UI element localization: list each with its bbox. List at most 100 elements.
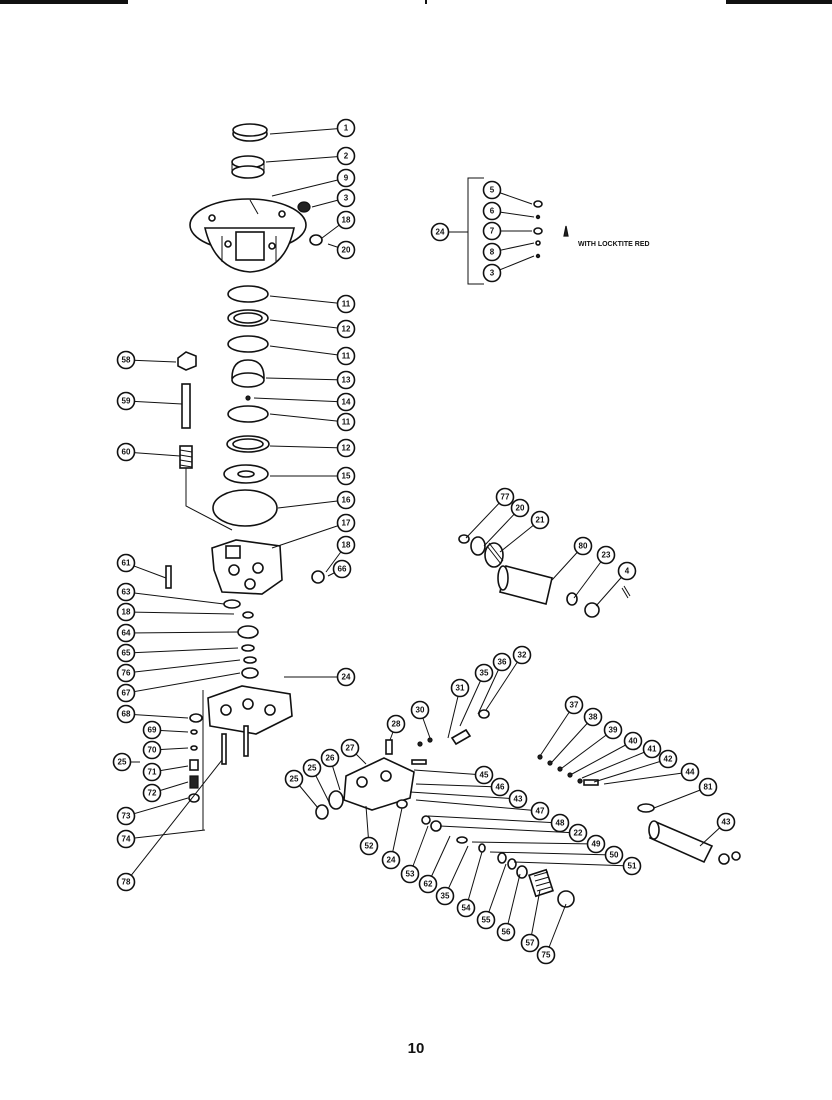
callout-balloon: 46 — [490, 777, 510, 797]
callout-balloon: 4 — [617, 561, 637, 581]
callout-circle — [302, 758, 322, 778]
callout-circle — [142, 783, 162, 803]
callout-number: 41 — [648, 745, 657, 754]
callout-number: 32 — [518, 651, 527, 660]
callout-number: 5 — [490, 186, 495, 195]
manifold-port — [244, 578, 256, 590]
callout-balloon: 40 — [623, 731, 643, 751]
callout-balloon: 61 — [116, 553, 136, 573]
callout-number: 56 — [502, 928, 511, 937]
seal-ring-part — [232, 123, 268, 137]
oring-part — [242, 611, 254, 619]
ball-part — [537, 754, 543, 760]
callout-circle — [336, 146, 356, 166]
spring-coils — [179, 449, 193, 468]
callout-balloon: 2 — [336, 146, 356, 166]
callout-balloon: 7 — [482, 221, 502, 241]
top-edge-mark-right — [726, 0, 832, 4]
leader-line — [125, 759, 223, 883]
plug-part — [297, 201, 311, 213]
callout-balloon: 69 — [142, 720, 162, 740]
callout-number: 43 — [722, 818, 731, 827]
filter-end — [497, 565, 509, 591]
callout-balloon: 74 — [116, 829, 136, 849]
housing-ribs — [221, 199, 277, 262]
callout-balloon: 45 — [474, 765, 494, 785]
callout-balloon: 14 — [336, 392, 356, 412]
callout-balloon: 51 — [622, 856, 642, 876]
callout-balloon: 50 — [604, 845, 624, 865]
callout-number: 4 — [625, 567, 630, 576]
callout-circle — [116, 663, 136, 683]
callout-circle — [617, 561, 637, 581]
callout-circle — [142, 740, 162, 760]
callout-circle — [336, 370, 356, 390]
spring-part — [430, 820, 442, 832]
callout-circle — [320, 748, 340, 768]
top-edge-mark-left — [0, 0, 128, 4]
callout-number: 67 — [122, 689, 131, 698]
callout-circle — [116, 350, 136, 370]
callout-balloon: 48 — [550, 813, 570, 833]
callout-number: 78 — [122, 878, 131, 887]
pump-head-part — [207, 685, 293, 735]
callout-number: 61 — [122, 559, 131, 568]
leader-line — [513, 861, 633, 867]
callout-balloon: 64 — [116, 623, 136, 643]
callout-balloon: 5 — [482, 180, 502, 200]
callout-circle — [492, 652, 512, 672]
callout-circle — [564, 695, 584, 715]
oring-part — [243, 656, 257, 664]
callout-balloon: 3 — [482, 263, 502, 283]
top-edge-mark-center — [425, 0, 427, 4]
leader-line — [459, 672, 485, 727]
callout-number: 62 — [424, 880, 433, 889]
callout-number: 24 — [436, 228, 445, 237]
callout-number: 2 — [344, 152, 349, 161]
callout-balloon: 43 — [716, 812, 736, 832]
valve-part — [311, 570, 325, 584]
callout-number: 26 — [326, 754, 335, 763]
callout-circle — [359, 836, 379, 856]
callout-balloon: 53 — [400, 864, 420, 884]
group-bracket — [452, 177, 569, 285]
callout-number: 63 — [122, 588, 131, 597]
callout-number: 21 — [536, 516, 545, 525]
callout-circle — [340, 738, 360, 758]
callout-number: 48 — [556, 819, 565, 828]
callout-balloon: 6 — [482, 201, 502, 221]
housing-bolt-hole — [208, 214, 216, 222]
leader-line — [277, 499, 347, 509]
callout-circle — [336, 513, 356, 533]
callout-circle — [336, 490, 356, 510]
callout-number: 42 — [664, 755, 673, 764]
callout-balloon: 65 — [116, 643, 136, 663]
callout-circle — [496, 922, 516, 942]
callout-balloon: 15 — [336, 466, 356, 486]
callout-number: 3 — [344, 194, 349, 203]
oring-part — [507, 858, 517, 870]
callout-balloon: 11 — [336, 412, 356, 432]
callout-balloon: 3 — [336, 188, 356, 208]
callout-number: 36 — [498, 658, 507, 667]
callout-circle — [386, 714, 406, 734]
bearing-part-inner — [233, 312, 263, 324]
callout-circle — [482, 201, 502, 221]
callout-circle — [336, 210, 356, 230]
callout-circle — [142, 762, 162, 782]
callout-balloon: 55 — [476, 910, 496, 930]
callout-balloon: 25 — [112, 752, 132, 772]
callout-balloon: 47 — [530, 801, 550, 821]
callout-number: 13 — [342, 376, 351, 385]
callout-number: 18 — [342, 541, 351, 550]
callout-circle — [482, 221, 502, 241]
callout-circle — [495, 487, 515, 507]
valve-body-port — [380, 770, 392, 782]
callout-balloon: 58 — [116, 350, 136, 370]
leader-line — [561, 729, 614, 769]
spring-coil-part — [528, 868, 554, 898]
callout-balloon: 11 — [336, 346, 356, 366]
gasket-part — [212, 489, 278, 527]
callout-number: 12 — [342, 325, 351, 334]
